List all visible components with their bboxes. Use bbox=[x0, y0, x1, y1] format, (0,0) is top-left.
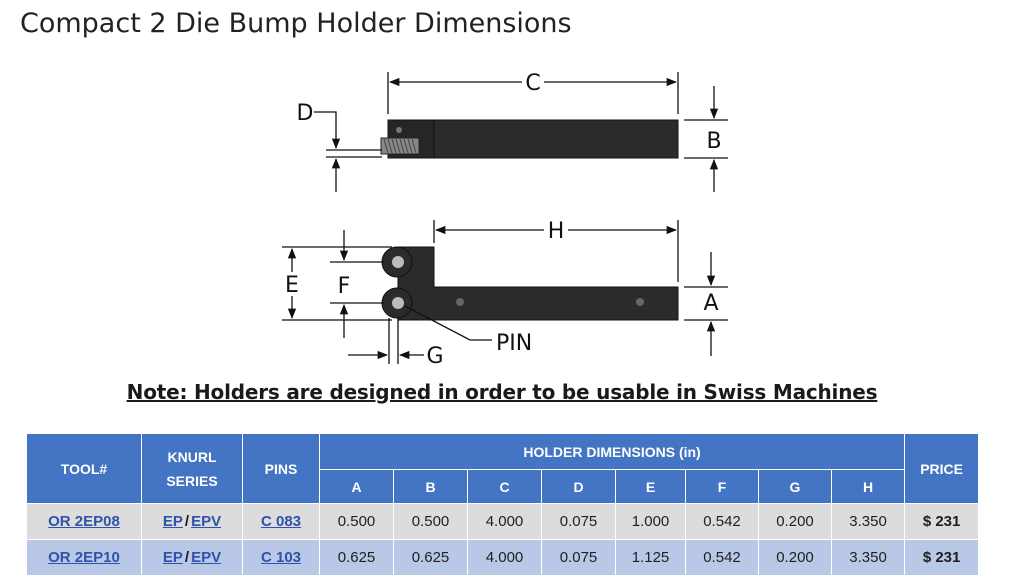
header-pins: PINS bbox=[242, 433, 320, 504]
dimension-b bbox=[684, 86, 728, 192]
cell-dim-h: 3.350 bbox=[830, 539, 906, 576]
cell-dim-f: 0.542 bbox=[685, 539, 759, 576]
dimension-h bbox=[433, 220, 679, 282]
holder-side-view bbox=[380, 119, 679, 159]
cell-dim-d: 0.075 bbox=[541, 539, 616, 576]
dimension-a bbox=[684, 252, 728, 356]
header-dim-e: E bbox=[615, 469, 686, 504]
label-d: D bbox=[297, 101, 314, 126]
header-holder-dimensions: HOLDER DIMENSIONS (in) bbox=[318, 433, 906, 470]
series-separator: / bbox=[184, 549, 190, 566]
holder-dimension-diagram: C B D H A bbox=[282, 71, 728, 369]
cell-pins: C 103 bbox=[242, 539, 320, 576]
series-epv-link[interactable]: EPV bbox=[191, 549, 222, 566]
label-a: A bbox=[703, 291, 718, 316]
cell-series: EP/EPV bbox=[141, 503, 243, 540]
label-c: C bbox=[525, 71, 540, 96]
cell-tool: OR 2EP08 bbox=[26, 503, 142, 540]
holder-dimensions-table: TOOL# KNURL SERIES PINS HOLDER DIMENSION… bbox=[26, 433, 980, 576]
page-title: Compact 2 Die Bump Holder Dimensions bbox=[20, 8, 572, 39]
label-h: H bbox=[548, 219, 565, 244]
cell-price: $ 231 bbox=[904, 539, 980, 576]
label-f: F bbox=[338, 274, 351, 299]
header-dim-h: H bbox=[830, 469, 906, 504]
header-knurl-line2: SERIES bbox=[166, 472, 218, 489]
pin-leader bbox=[404, 305, 492, 341]
cell-dim-d: 0.075 bbox=[541, 503, 616, 540]
header-dim-d: D bbox=[541, 469, 616, 504]
cell-dim-g: 0.200 bbox=[758, 503, 832, 540]
header-dim-g: G bbox=[758, 469, 832, 504]
label-e: E bbox=[285, 273, 299, 298]
cell-dim-h: 3.350 bbox=[830, 503, 906, 540]
cell-dim-e: 1.125 bbox=[615, 539, 686, 576]
label-g: G bbox=[426, 344, 443, 369]
label-pin: PIN bbox=[496, 331, 532, 356]
cell-series: EP/EPV bbox=[141, 539, 243, 576]
pins-link[interactable]: C 083 bbox=[260, 513, 302, 530]
cell-dim-c: 4.000 bbox=[467, 539, 542, 576]
dimension-e bbox=[282, 246, 392, 321]
cell-dim-a: 0.500 bbox=[319, 503, 394, 540]
cell-pins: C 083 bbox=[242, 503, 320, 540]
cell-dim-g: 0.200 bbox=[758, 539, 832, 576]
cell-dim-b: 0.500 bbox=[393, 503, 468, 540]
series-ep-link[interactable]: EP bbox=[162, 513, 183, 530]
cell-tool: OR 2EP10 bbox=[26, 539, 142, 576]
dimension-d bbox=[314, 111, 382, 192]
header-dim-c: C bbox=[467, 469, 542, 504]
table-row: OR 2EP10 EP/EPV C 103 0.625 0.625 4.000 … bbox=[26, 539, 980, 576]
dimension-f bbox=[330, 230, 384, 338]
header-dim-f: F bbox=[685, 469, 759, 504]
cell-dim-f: 0.542 bbox=[685, 503, 759, 540]
header-knurl-line1: KNURL bbox=[167, 448, 217, 465]
cell-dim-b: 0.625 bbox=[393, 539, 468, 576]
series-ep-link[interactable]: EP bbox=[162, 549, 183, 566]
header-dim-a: A bbox=[319, 469, 394, 504]
header-dim-b: B bbox=[393, 469, 468, 504]
table-row: OR 2EP08 EP/EPV C 083 0.500 0.500 4.000 … bbox=[26, 503, 980, 540]
dimension-g bbox=[348, 318, 424, 364]
cell-dim-a: 0.625 bbox=[319, 539, 394, 576]
label-b: B bbox=[706, 129, 721, 154]
header-price: PRICE bbox=[904, 433, 980, 504]
series-epv-link[interactable]: EPV bbox=[191, 513, 222, 530]
series-separator: / bbox=[184, 513, 190, 530]
cell-dim-e: 1.000 bbox=[615, 503, 686, 540]
pins-link[interactable]: C 103 bbox=[260, 549, 302, 566]
header-knurl-series: KNURL SERIES bbox=[141, 433, 243, 504]
cell-price: $ 231 bbox=[904, 503, 980, 540]
dimension-c bbox=[387, 72, 679, 114]
header-tool: TOOL# bbox=[26, 433, 142, 504]
tool-link[interactable]: OR 2EP08 bbox=[48, 513, 120, 530]
tool-link[interactable]: OR 2EP10 bbox=[48, 549, 120, 566]
holder-top-view bbox=[381, 246, 679, 321]
swiss-machines-note: Note: Holders are designed in order to b… bbox=[126, 380, 878, 404]
cell-dim-c: 4.000 bbox=[467, 503, 542, 540]
